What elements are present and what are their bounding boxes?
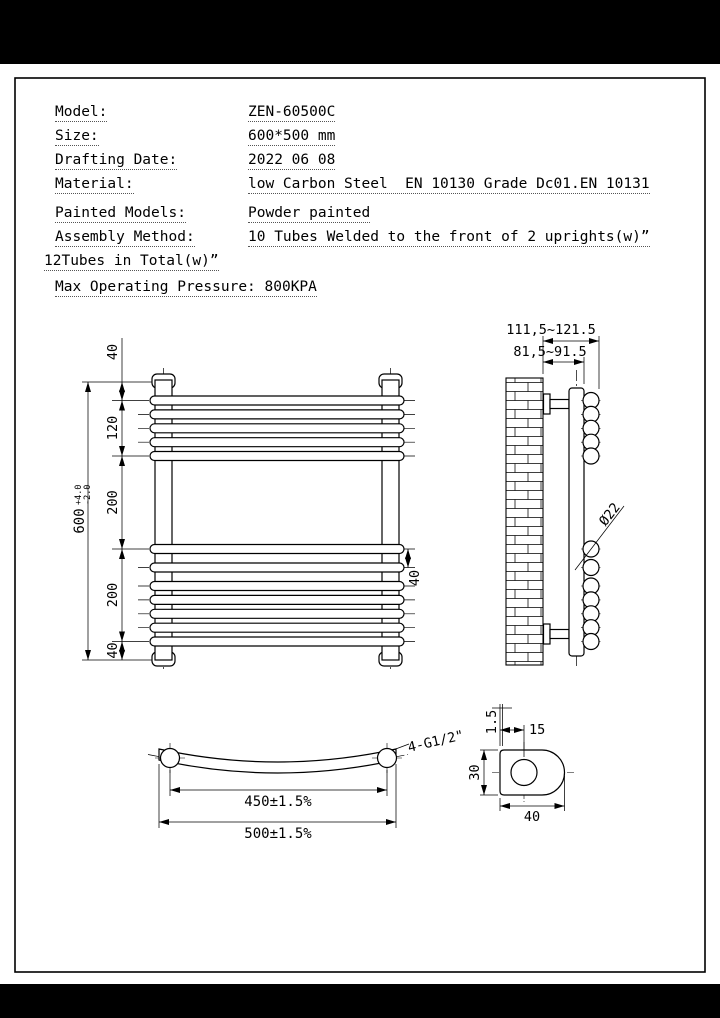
spec-row-size: Size: 600*500 mm bbox=[0, 128, 720, 148]
tube bbox=[137, 622, 417, 633]
spec-row-model: Model: ZEN-60500C bbox=[0, 104, 720, 124]
dim-wall-to-tube: 111,5~121.5 bbox=[506, 322, 595, 338]
title-block: Model: ZEN-60500C Size: 600*500 mm Draft… bbox=[0, 0, 720, 320]
tube bbox=[137, 543, 417, 555]
dim-hole-offset: 15 bbox=[529, 722, 545, 738]
dim-tube-diameter: Ø22 bbox=[596, 500, 624, 529]
spec-label: Painted Models: bbox=[55, 205, 186, 223]
wall-hatch bbox=[505, 377, 544, 666]
front-view: 40 120 200 200 40 600 +4.0 -2.0 40 bbox=[72, 338, 423, 672]
dim-seg-top: 40 bbox=[105, 344, 121, 360]
spec-value: 2022 06 08 bbox=[248, 152, 336, 170]
spec-value: 10 Tubes Welded to the front of 2 uprigh… bbox=[248, 229, 650, 247]
spec-label: Material: bbox=[55, 176, 134, 194]
right-upright-section bbox=[376, 747, 398, 769]
dim-total-height: 600 +4.0 -2.0 bbox=[72, 485, 93, 534]
bottom-bracket-arm bbox=[549, 628, 570, 640]
side-view: 111,5~121.5 81,5~91.5 Ø22 bbox=[505, 322, 625, 668]
tube bbox=[137, 580, 417, 592]
spec-value: Powder painted bbox=[248, 205, 371, 223]
dim-wall-to-upright: 81,5~91.5 bbox=[513, 344, 586, 360]
spec-row-material: Material: low Carbon Steel EN 10130 Grad… bbox=[0, 176, 720, 196]
upright-profile bbox=[499, 749, 566, 796]
dim-profile-height: 30 bbox=[467, 764, 483, 780]
spec-row-drafting-date: Drafting Date: 2022 06 08 bbox=[0, 152, 720, 172]
dim-tolerance-minus: -2.0 bbox=[83, 485, 93, 505]
spec-row-total-tubes: 12Tubes in Total(w)” bbox=[0, 253, 720, 273]
dim-seg-200b: 200 bbox=[105, 583, 121, 607]
top-bracket-flange bbox=[542, 393, 551, 415]
curved-rail bbox=[158, 748, 397, 774]
dim-profile-width: 40 bbox=[524, 809, 540, 825]
tube bbox=[137, 423, 417, 434]
left-upright-section bbox=[159, 747, 181, 769]
tube bbox=[137, 608, 417, 619]
tube bbox=[137, 409, 417, 420]
dim-seg-120: 120 bbox=[105, 416, 121, 440]
dim-centers: 450±1.5% bbox=[244, 794, 312, 810]
spec-value: low Carbon Steel EN 10130 Grade Dc01.EN … bbox=[248, 176, 650, 194]
max-pressure-text: Max Operating Pressure: 800KPA bbox=[55, 279, 317, 297]
spec-row-assembly-method: Assembly Method: 10 Tubes Welded to the … bbox=[0, 229, 720, 249]
spec-row-pressure: Max Operating Pressure: 800KPA bbox=[0, 279, 720, 299]
dim-overall: 500±1.5% bbox=[244, 826, 312, 842]
bottom-black-bar bbox=[0, 984, 720, 1018]
bottom-bracket-flange bbox=[542, 623, 551, 645]
spec-label: Drafting Date: bbox=[55, 152, 178, 170]
tube bbox=[137, 562, 417, 573]
plan-view: 4-G1/2" 450±1.5% 500±1.5% bbox=[147, 728, 465, 842]
tube bbox=[137, 395, 417, 406]
tube bbox=[137, 594, 417, 606]
diameter-leader bbox=[574, 505, 625, 571]
tube bbox=[137, 437, 417, 448]
top-black-bar bbox=[0, 0, 720, 64]
spec-label: Size: bbox=[55, 128, 99, 146]
spec-row-painted-models: Painted Models: Powder painted bbox=[0, 205, 720, 225]
drawing-border bbox=[14, 77, 706, 973]
dim-seg-bottom: 40 bbox=[105, 642, 121, 658]
dim-seg-200a: 200 bbox=[105, 490, 121, 514]
dim-mid-gap: 40 bbox=[407, 570, 423, 586]
thread-label: 4-G1/2" bbox=[406, 728, 465, 756]
dim-total-value: 600 bbox=[72, 508, 88, 533]
section-detail-view: 1.5 15 30 40 bbox=[467, 704, 574, 825]
dim-wall-thickness: 1.5 bbox=[484, 710, 500, 734]
tube bbox=[137, 636, 417, 647]
spec-value: 600*500 mm bbox=[248, 128, 336, 146]
spec-label: Model: bbox=[55, 104, 108, 122]
tubes-total-note: 12Tubes in Total(w)” bbox=[44, 253, 219, 271]
top-bracket-arm bbox=[549, 398, 570, 410]
tube bbox=[137, 450, 417, 462]
spec-value: ZEN-60500C bbox=[248, 104, 336, 122]
upright-side-profile bbox=[568, 387, 585, 657]
dim-tolerance-plus: +4.0 bbox=[74, 485, 84, 505]
thread-leader bbox=[392, 743, 410, 751]
spec-label: Assembly Method: bbox=[55, 229, 195, 247]
profile-hole bbox=[510, 758, 538, 787]
